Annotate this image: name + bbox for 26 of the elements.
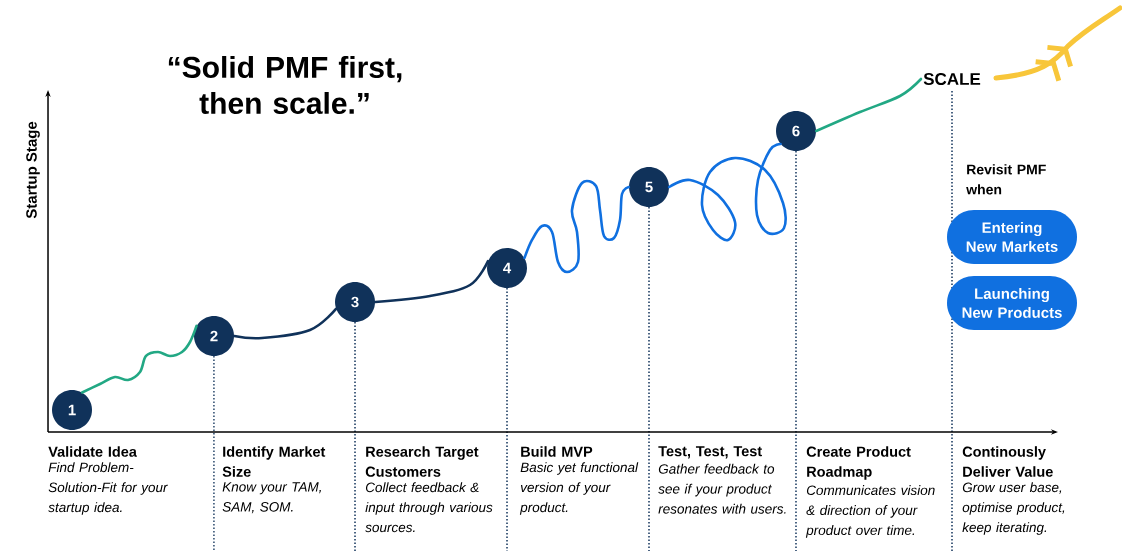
stage-description: Gather feedback to see if your product resonates with users. (658, 463, 786, 514)
stage-heading: Test, Test, Test (658, 446, 762, 459)
title: “Solid PMF first, then scale.” (168, 56, 402, 114)
curve-connector (523, 179, 631, 274)
note: Revisit PMF when (966, 164, 1046, 195)
stage-description: Grow user base, optimise product, keep iterating. (962, 482, 1065, 535)
curve-connector (373, 259, 490, 304)
stage-heading: Build MVP (521, 446, 593, 457)
curve-connector (80, 324, 198, 394)
stage-description: Collect feedback & input through various sources. (365, 482, 493, 533)
pill-button: Launching New Products (947, 276, 1077, 330)
stage-description: Find Problem-Solution-Fit for your startup idea. (48, 462, 168, 515)
stage-description: Know your TAM, SAM, SOM. (222, 482, 321, 514)
stage-heading: Continously Deliver Value (962, 446, 1053, 477)
stage-label: SCALE (923, 73, 981, 85)
stage-heading: Validate Idea (48, 446, 137, 457)
curve-connector (667, 142, 787, 242)
stage-heading: Create Product Roadmap (806, 446, 911, 480)
axis-label: Startup Stage (26, 121, 40, 219)
curve-connector (232, 307, 338, 340)
stage-heading: Identify Market Size (222, 446, 326, 477)
stage-description: Communicates vision & direction of your product over time. (805, 485, 935, 538)
stage-heading: Research Target Customers (365, 446, 479, 477)
pill-button: Entering New Markets (947, 210, 1077, 264)
curve-connector (814, 77, 923, 133)
stage-description: Basic yet functional version of your product. (519, 462, 639, 515)
